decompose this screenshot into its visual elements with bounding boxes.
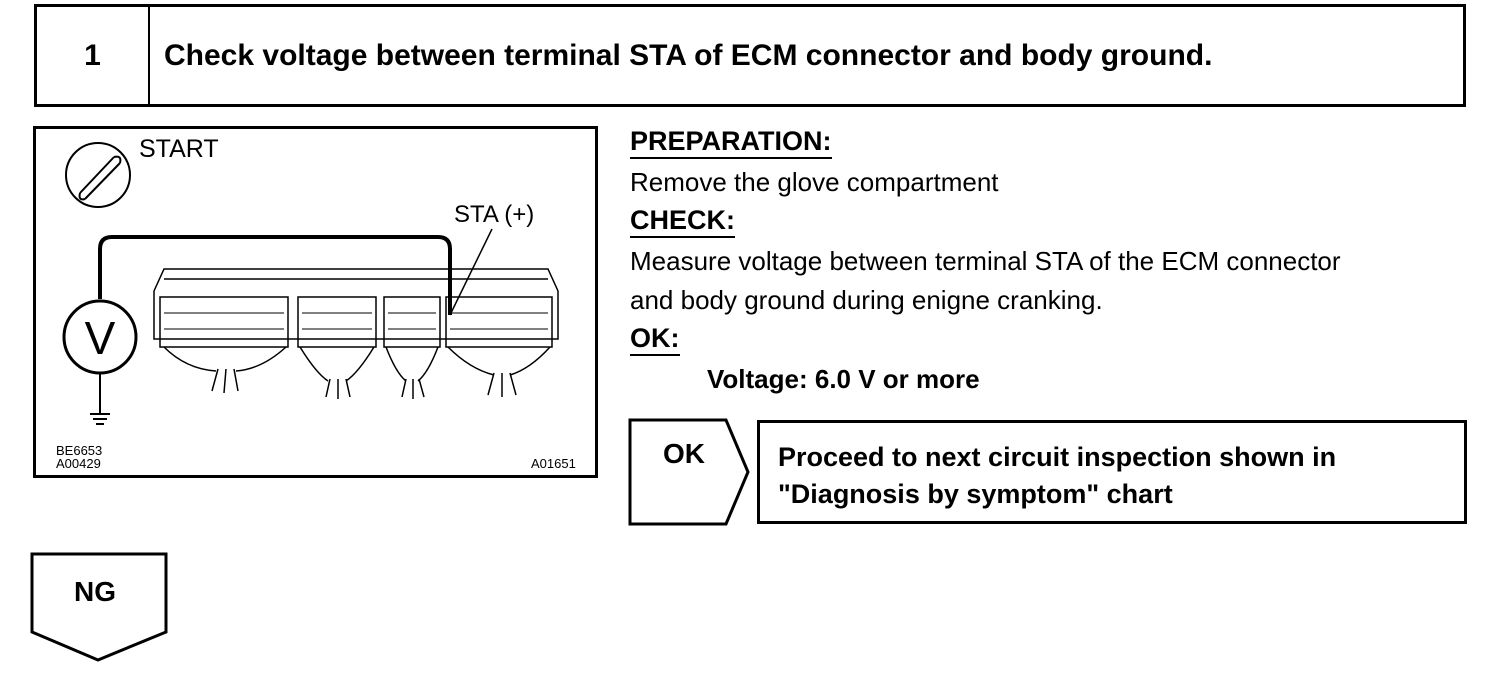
ground-icon <box>90 413 110 425</box>
ok-arrow-label: OK <box>663 438 705 469</box>
voltmeter-icon: V <box>62 299 138 375</box>
ok-result-line1: Proceed to next circuit inspection shown… <box>778 442 1337 472</box>
ok-result-line2: "Diagnosis by symptom" chart <box>778 479 1173 509</box>
wiring-diagram: V <box>62 142 559 425</box>
preparation-heading: PREPARATION: <box>630 126 832 159</box>
check-section: CHECK: <box>630 205 735 238</box>
ok-arrow-shape <box>628 418 750 526</box>
ng-arrow-label: NG <box>74 576 116 607</box>
ignition-key-icon <box>65 142 131 208</box>
check-text-line1: Measure voltage between terminal STA of … <box>630 246 1341 276</box>
ok-spec-section: OK: <box>630 323 680 356</box>
ok-spec-value: Voltage: 6.0 V or more <box>707 364 980 394</box>
sta-terminal-label: STA (+) <box>454 201 535 228</box>
voltmeter-symbol: V <box>85 312 116 364</box>
step-title: Check voltage between terminal STA of EC… <box>164 38 1213 72</box>
figure-ref-code: A01651 <box>531 456 576 471</box>
ng-arrow-shape <box>30 552 168 662</box>
ignition-start-label: START <box>139 135 219 163</box>
step-header: 1 Check voltage between terminal STA of … <box>34 4 1466 107</box>
ok-result-text: Proceed to next circuit inspection shown… <box>778 439 1336 513</box>
step-number: 1 <box>37 7 150 104</box>
ecm-connector-icon <box>153 268 559 399</box>
figure-ref-code: BE6653 <box>56 443 103 458</box>
preparation-text: Remove the glove compartment <box>630 167 999 197</box>
ok-result-box: Proceed to next circuit inspection shown… <box>757 420 1467 524</box>
wiring-figure: V <box>33 126 598 478</box>
check-heading: CHECK: <box>630 205 735 238</box>
ok-spec-heading: OK: <box>630 323 680 356</box>
figure-ref-code: A00429 <box>56 456 101 471</box>
test-lead-wire <box>98 235 452 315</box>
check-text-line2: and body ground during enigne cranking. <box>630 285 1103 315</box>
preparation-section: PREPARATION: <box>630 126 832 159</box>
